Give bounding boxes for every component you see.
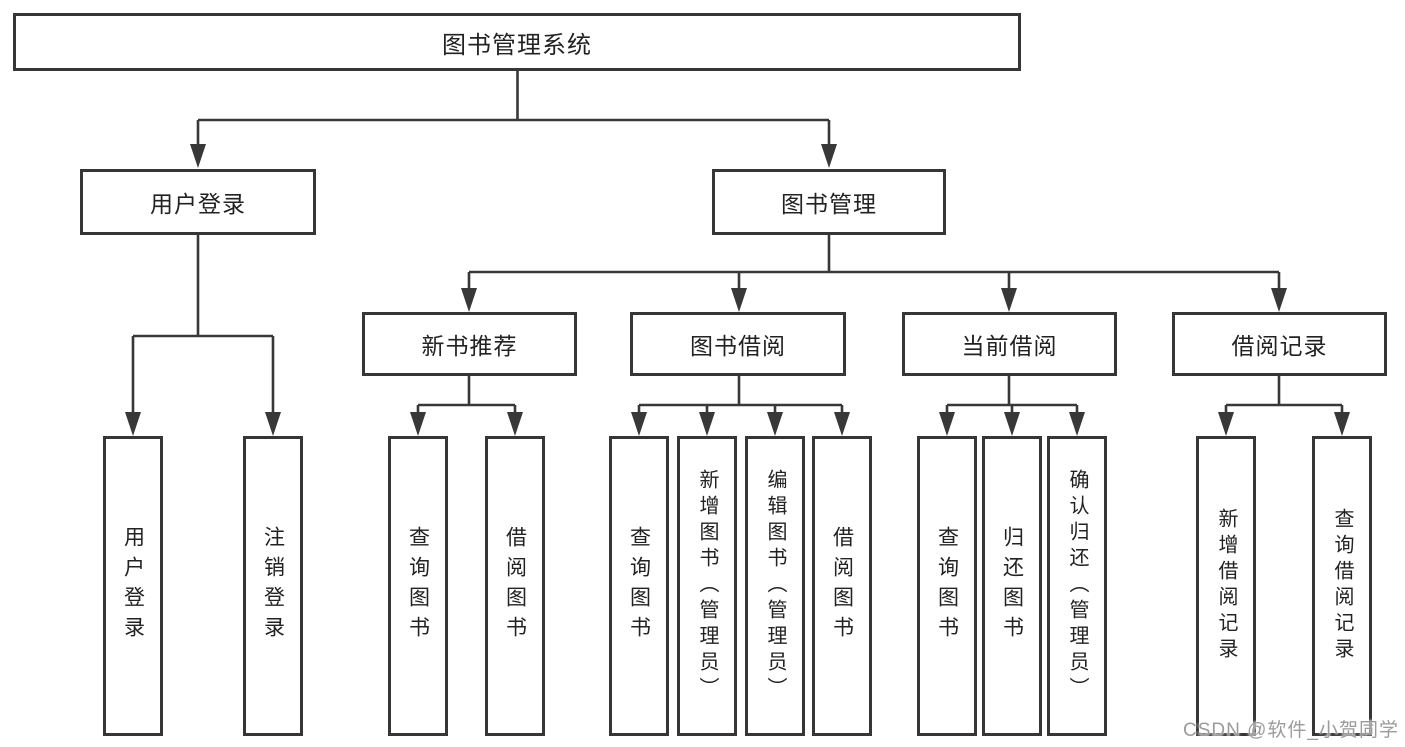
leaf-label: 确认归还（管理员）	[1066, 469, 1088, 703]
leaf-add-books-admin: 新增图书（管理员）	[677, 436, 737, 736]
leaf-label: 查询借阅记录	[1331, 508, 1353, 664]
leaf-label: 借阅图书	[830, 526, 854, 646]
node-user-login: 用户登录	[80, 169, 316, 235]
leaf-user-login: 用户登录	[103, 436, 163, 736]
leaf-query-books-current: 查询图书	[917, 436, 977, 736]
leaf-label: 用户登录	[121, 526, 145, 646]
leaf-label: 查询图书	[627, 526, 651, 646]
node-book-borrow: 图书借阅	[630, 312, 846, 376]
leaf-label: 编辑图书（管理员）	[764, 469, 786, 703]
node-new-book-recommend: 新书推荐	[362, 312, 577, 376]
leaf-edit-books-admin: 编辑图书（管理员）	[745, 436, 805, 736]
leaf-borrow-books-recommend: 借阅图书	[485, 436, 545, 736]
leaf-query-borrow-record: 查询借阅记录	[1312, 436, 1372, 736]
leaf-label: 新增图书（管理员）	[696, 469, 718, 703]
leaf-query-books-recommend: 查询图书	[388, 436, 448, 736]
leaf-add-borrow-record: 新增借阅记录	[1196, 436, 1256, 736]
leaf-label: 借阅图书	[503, 526, 527, 646]
leaf-query-books-borrow: 查询图书	[609, 436, 669, 736]
leaf-label: 新增借阅记录	[1215, 508, 1237, 664]
leaf-label: 查询图书	[406, 526, 430, 646]
leaf-label: 查询图书	[935, 526, 959, 646]
node-borrow-records: 借阅记录	[1172, 312, 1387, 376]
arrowheads	[125, 144, 1350, 436]
leaf-confirm-return-admin: 确认归还（管理员）	[1047, 436, 1107, 736]
node-book-management: 图书管理	[712, 169, 946, 235]
watermark: CSDN @软件_小贺同学	[1183, 720, 1399, 741]
leaf-label: 归还图书	[1000, 526, 1024, 646]
node-current-borrow: 当前借阅	[902, 312, 1117, 376]
leaf-return-books: 归还图书	[982, 436, 1042, 736]
leaf-label: 注销登录	[261, 526, 285, 646]
leaf-borrow-books: 借阅图书	[812, 436, 872, 736]
node-root-system: 图书管理系统	[13, 13, 1021, 71]
leaf-logout: 注销登录	[243, 436, 303, 736]
